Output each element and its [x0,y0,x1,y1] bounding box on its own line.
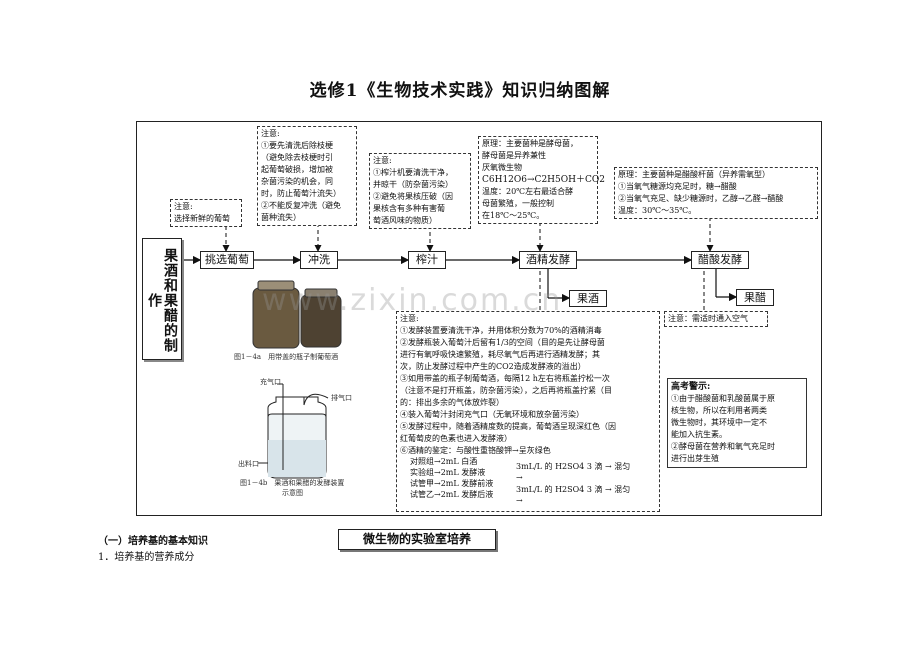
side-label-fruit-wine-vinegar: 果酒和果醋的制作 [142,238,182,360]
note-air-supply: 注意：需适时通入空气 [664,311,768,327]
fig-b-label-out: 排气口 [331,394,352,402]
fig-a-caption: 图1－4a 用带盖的瓶子制葡萄酒 [234,353,339,361]
step-select-grapes: 挑选葡萄 [200,251,254,269]
product-vinegar: 果醋 [736,289,774,306]
microbe-culture-box: 微生物的实验室培养 [338,529,496,550]
page-title: 选修1《生物技术实践》知识归纳图解 [309,81,611,101]
watermark: www.zixin.com.cn [262,283,563,318]
identify-result-1: 3mL/L 的 H2SO4 3 滴 → 混匀→ [516,462,631,482]
alcohol-identify-groups: 对照组→2mL 白酒 实验组→2mL 发酵液 试管甲→2mL 发酵前液 试管乙→… [410,457,494,499]
fig-a-jars [252,280,342,349]
fig-b-label-in: 充气口 [260,378,281,386]
note-wash: 注意:①要先清洗后除枝梗（避免除去枝梗时引起葡萄破损，增加被杂菌污染的机会，同时… [257,126,357,226]
fig-b-caption: 图1－4b 果酒和果醋的发酵装置示意图 [240,479,345,497]
step-juice: 榨汁 [408,251,446,269]
section-item: 1．培养基的营养成分 [98,552,195,563]
fig-b-label-bottom: 出料口 [238,460,259,468]
note-juice: 注意:①榨汁机要清洗干净，并晾干（防杂菌污染）②避免将果核压破（因果核含有多种有… [369,153,471,229]
step-alcohol-fermentation: 酒精发酵 [519,251,577,269]
note-select-grapes: 注意:选择新鲜的葡萄 [170,199,242,227]
product-wine: 果酒 [569,290,607,307]
identify-result-2: 3mL/L 的 H2SO4 3 滴 → 混匀→ [516,485,631,505]
step-acetic-fermentation: 醋酸发酵 [691,251,749,269]
diagram-frame [136,121,822,516]
section-heading: （一）培养基的基本知识 [98,536,208,547]
fig-b-bottle [258,383,329,479]
step-wash: 冲洗 [300,251,338,269]
exam-warning: 高考警示:①由于醋酸菌和乳酸菌属于原核生物，所以在利用者两类微生物时，其环境中一… [667,378,807,468]
